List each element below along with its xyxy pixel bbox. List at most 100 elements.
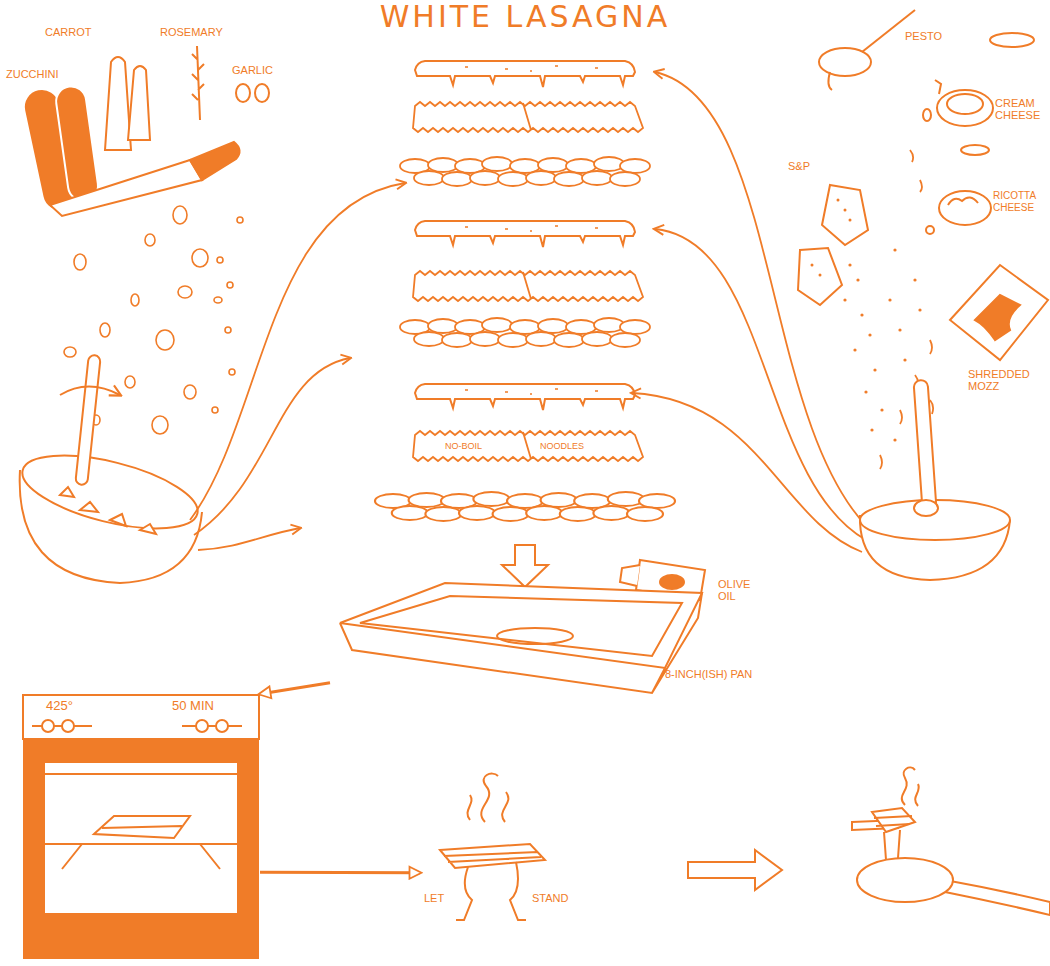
flow-curve (198, 528, 300, 550)
falling-bits (903, 358, 906, 361)
chopped-pieces (156, 330, 174, 350)
resting-dish-outline (440, 844, 545, 868)
cheese-ingredients (935, 80, 941, 94)
lasagna-stack (400, 318, 650, 347)
falling-bits (893, 438, 896, 441)
down-arrow (502, 545, 548, 587)
serving-spoon (852, 808, 1050, 915)
ingredient-label: ZUCCHINI (6, 68, 59, 80)
ingredient-label: S&P (788, 160, 810, 172)
ingredient-label: SHREDDED MOZZ (968, 368, 1038, 392)
vegetables (236, 84, 250, 102)
chopped-pieces (100, 323, 110, 337)
oven-outline (23, 695, 259, 739)
ingredient-label: CARROT (45, 26, 91, 38)
chopped-pieces (212, 407, 218, 413)
flow-curve (655, 229, 866, 540)
oven-outline (22, 694, 260, 960)
oven-outline (44, 774, 238, 869)
oven-outline (44, 762, 238, 914)
cheese-ingredients (822, 185, 868, 245)
mixing-bowl (60, 387, 120, 396)
ingredient-label: OLIVE OIL (718, 578, 758, 602)
falling-bits (913, 278, 916, 281)
step-arrow (688, 850, 782, 890)
mixing-bowl (913, 380, 936, 511)
cheese-ingredients (939, 191, 991, 225)
cheese-ingredients (926, 226, 934, 234)
chopped-pieces (74, 254, 86, 270)
node-text: 8-INCH(ISH) PAN (665, 668, 752, 680)
steam (467, 795, 471, 820)
cheese-ingredients (828, 72, 832, 90)
ingredient-label: CREAM CHEESE (995, 97, 1047, 121)
vegetables (255, 84, 269, 102)
chopped-pieces (225, 327, 231, 333)
node-text: LET (424, 892, 444, 904)
falling-bits (856, 278, 859, 281)
step-arrow (260, 871, 420, 875)
cheese-ingredients (798, 10, 1048, 360)
oven-outline (42, 720, 54, 732)
oven-outline (94, 816, 190, 838)
chopped-pieces (184, 385, 196, 399)
olive-oil-bottle (620, 565, 640, 586)
noodle-layer-outline (413, 431, 643, 461)
serving-spoon (884, 830, 900, 860)
cheese-ingredients (961, 145, 989, 155)
lasagna-stack (413, 271, 643, 301)
oven-outline (62, 720, 74, 732)
vegetables (54, 84, 100, 202)
chopped-pieces (227, 282, 233, 288)
falling-bits (843, 248, 921, 441)
mixing-bowl (15, 441, 204, 543)
flow-curve (190, 72, 870, 552)
mixing-bowl (15, 355, 204, 583)
chopped-pieces (237, 217, 243, 223)
mixing-bowl (860, 500, 1010, 540)
steam (467, 768, 918, 822)
ingredient-label: GARLIC (232, 64, 273, 76)
falling-bits (918, 308, 921, 311)
falling-bits (864, 390, 867, 393)
falling-bits (873, 368, 876, 371)
lasagna-stack (415, 61, 635, 87)
flow-curve (190, 183, 405, 520)
falling-bits (893, 248, 896, 251)
chopped-pieces (178, 286, 192, 298)
vegetables (105, 57, 131, 150)
chopped-pieces (229, 369, 235, 375)
ingredient-label: ROSEMARY (160, 26, 223, 38)
chopped-pieces (214, 297, 222, 303)
chopped-pieces (145, 234, 155, 246)
node-text: NO-BOIL (445, 440, 482, 452)
chopped-pieces (64, 347, 76, 357)
ingredient-label: RICOTTA CHEESE (993, 190, 1048, 214)
node-text: STAND (532, 892, 568, 904)
cheese-ingredients (947, 94, 983, 114)
steam (481, 774, 498, 822)
lasagna-stack (375, 492, 675, 521)
vegetables (128, 66, 150, 140)
flow-curve (194, 358, 350, 535)
cheese-ingredients (990, 33, 1034, 47)
resting-dish-outline (456, 862, 526, 920)
chopped-pieces (192, 249, 208, 267)
steam (902, 768, 915, 805)
olive-oil-bottle (660, 575, 684, 589)
cheese-ingredients (948, 197, 978, 205)
oven-outline (23, 739, 259, 959)
resting-dish: LET STAND (420, 830, 590, 925)
falling-bits (848, 263, 851, 266)
title: WHITE LASAGNA (0, 0, 1050, 34)
lasagna-stack (400, 157, 650, 186)
falling-bits (888, 298, 891, 301)
serving-spoon (874, 816, 912, 826)
cheese-ingredients (950, 265, 1048, 360)
mixing-bowl (914, 500, 938, 516)
falling-bits (853, 348, 856, 351)
chopped-pieces (131, 294, 139, 306)
cheese-ingredients (975, 295, 1020, 340)
oven: 425°50 MIN (22, 694, 260, 960)
chopped-pieces (125, 376, 135, 388)
